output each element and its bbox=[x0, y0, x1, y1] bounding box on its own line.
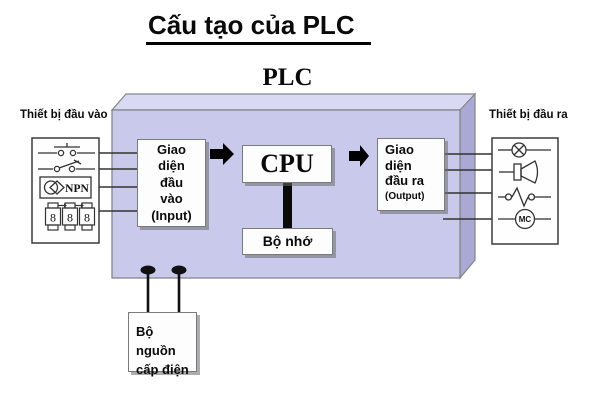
page-title-text: Cấu tạo của PLC bbox=[146, 10, 371, 45]
npn-sensor-label: NPN bbox=[65, 183, 89, 195]
relay-contact-symbol-icon bbox=[498, 186, 551, 208]
digit-display: 8 bbox=[67, 211, 73, 225]
input-interface-line: vào bbox=[160, 191, 183, 207]
cpu-label: CPU bbox=[260, 149, 314, 178]
input-interface-line: Giao bbox=[157, 142, 186, 157]
input-interface-line: (Input) bbox=[151, 207, 192, 223]
pushbutton-symbol-icon bbox=[38, 143, 95, 157]
digit-display: 8 bbox=[84, 211, 90, 225]
output-interface-line: (Output) bbox=[385, 190, 425, 202]
input-interface-box: Giao diện đầu vào (Input) bbox=[137, 139, 206, 227]
power-terminals bbox=[140, 265, 187, 312]
cpu-box: CPU bbox=[242, 145, 332, 183]
horn-symbol-icon bbox=[499, 160, 539, 184]
arrow-cpu-to-output-icon bbox=[349, 145, 369, 167]
page-title: Cấu tạo của PLC bbox=[146, 10, 371, 45]
input-interface-line: đầu bbox=[159, 174, 184, 190]
output-wires bbox=[443, 153, 492, 220]
memory-box: Bộ nhớ bbox=[242, 228, 333, 255]
output-interface-line: Giao bbox=[385, 142, 414, 157]
npn-sensor-symbol-icon: NPN bbox=[39, 176, 92, 199]
input-devices-box: NPN 8 8 8 bbox=[31, 137, 100, 244]
power-terminal-dot bbox=[171, 265, 187, 275]
input-interface-line: diện bbox=[158, 158, 185, 174]
memory-label: Bộ nhớ bbox=[262, 233, 313, 249]
limit-switch-symbol-icon bbox=[38, 159, 95, 173]
output-devices-box: MC bbox=[491, 137, 559, 245]
power-terminal-dot bbox=[140, 265, 156, 275]
digit-display: 8 bbox=[50, 211, 56, 225]
output-interface-line: đầu ra bbox=[385, 173, 425, 188]
lamp-symbol-icon bbox=[498, 142, 551, 158]
output-interface-line: diện bbox=[385, 157, 412, 173]
power-supply-line: cấp điện bbox=[136, 362, 189, 377]
output-interface-box: Giao diện đầu ra (Output) bbox=[377, 138, 445, 211]
input-wires bbox=[99, 152, 137, 212]
digital-module-symbols-icon: 8 8 8 bbox=[44, 202, 96, 231]
output-devices-label: Thiết bị đầu ra bbox=[489, 109, 568, 121]
cpu-memory-connector bbox=[283, 181, 292, 229]
power-supply-line: Bộ nguồn bbox=[136, 324, 176, 358]
power-supply-box: Bộ nguồn cấp điện bbox=[128, 312, 197, 377]
plc-right-face bbox=[459, 92, 476, 280]
plc-top-face bbox=[110, 93, 477, 111]
plc-label: PLC bbox=[262, 64, 313, 91]
arrow-input-to-cpu-icon bbox=[210, 143, 234, 165]
motor-contactor-symbol-icon: MC bbox=[498, 208, 551, 230]
motor-label: MC bbox=[519, 215, 532, 224]
input-devices-label: Thiết bị đầu vào bbox=[20, 109, 108, 121]
